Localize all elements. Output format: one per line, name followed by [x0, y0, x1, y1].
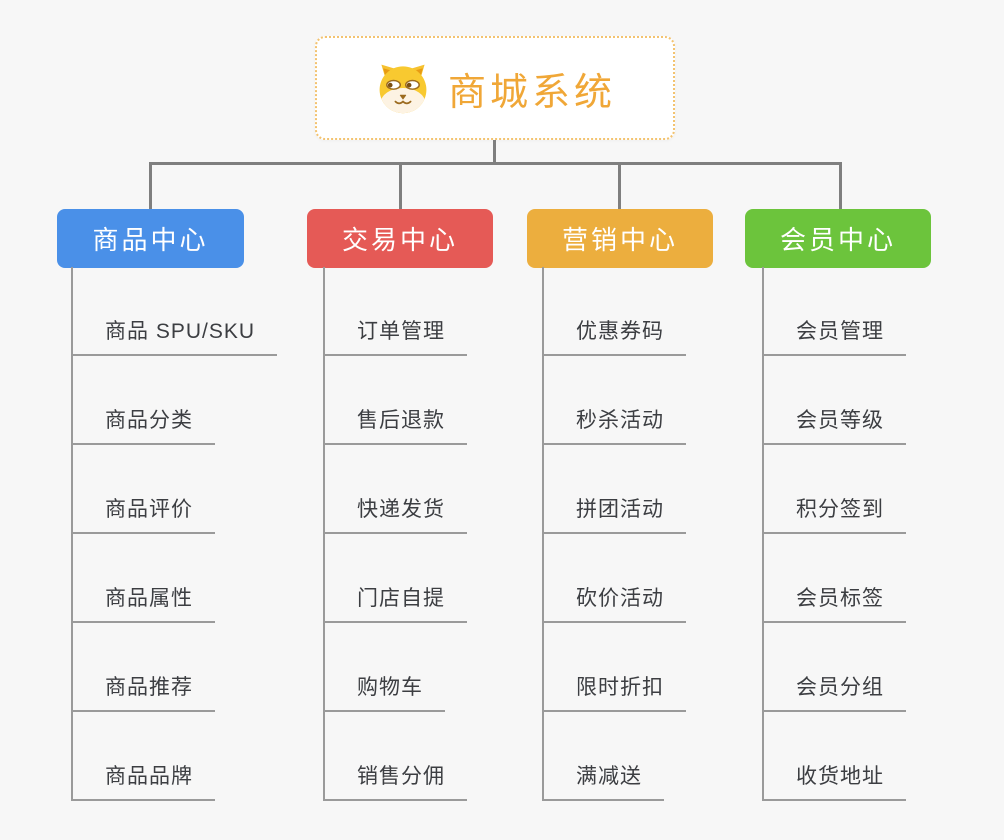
branch-node-marketing-center[interactable]: 营销中心 [527, 209, 713, 268]
leaf-node-shopping-cart[interactable]: 购物车 [325, 671, 445, 712]
leaf-label: 销售分佣 [357, 765, 445, 788]
leaf-label: 砍价活动 [576, 587, 664, 610]
leaf-node-bargain-activity[interactable]: 砍价活动 [544, 582, 686, 623]
leaf-label: 满减送 [576, 765, 642, 788]
leaf-label: 快递发货 [357, 498, 445, 521]
leaf-label: 收货地址 [796, 765, 884, 788]
leaf-node-sales-commission[interactable]: 销售分佣 [325, 760, 467, 801]
children-column-trade-center: 订单管理 售后退款 快递发货 门店自提 购物车 销售分佣 [323, 267, 555, 801]
leaf-node-express-shipping[interactable]: 快递发货 [325, 493, 467, 534]
branch-label: 交易中心 [341, 225, 458, 255]
leaf-label: 会员标签 [796, 587, 884, 610]
leaf-label: 限时折扣 [576, 676, 664, 699]
children-column-member-center: 会员管理 会员等级 积分签到 会员标签 会员分组 收货地址 [762, 267, 994, 801]
leaf-node-member-tag[interactable]: 会员标签 [764, 582, 906, 623]
leaf-label: 优惠券码 [576, 320, 664, 343]
leaf-node-member-management[interactable]: 会员管理 [764, 315, 906, 356]
leaf-node-product-category[interactable]: 商品分类 [73, 404, 215, 445]
connector-drop-2 [399, 162, 402, 210]
leaf-label: 会员等级 [796, 409, 884, 432]
leaf-node-product-attribute[interactable]: 商品属性 [73, 582, 215, 623]
root-title: 商城系统 [447, 71, 616, 114]
leaf-node-store-pickup[interactable]: 门店自提 [325, 582, 467, 623]
leaf-label: 商品分类 [105, 409, 193, 432]
leaf-node-order-management[interactable]: 订单管理 [325, 315, 467, 356]
leaf-node-product-spu-sku[interactable]: 商品 SPU/SKU [73, 315, 278, 356]
children-column-marketing-center: 优惠券码 秒杀活动 拼团活动 砍价活动 限时折扣 满减送 [542, 267, 774, 801]
leaf-label: 商品推荐 [105, 676, 193, 699]
branch-label: 营销中心 [561, 225, 678, 255]
leaf-label: 商品品牌 [105, 765, 193, 788]
branch-node-trade-center[interactable]: 交易中心 [307, 209, 493, 268]
leaf-label: 门店自提 [357, 587, 445, 610]
connector-drop-3 [618, 162, 621, 210]
leaf-node-member-level[interactable]: 会员等级 [764, 404, 906, 445]
branch-node-product-center[interactable]: 商品中心 [57, 209, 244, 268]
leaf-label: 商品 SPU/SKU [105, 320, 256, 343]
leaf-node-flash-sale[interactable]: 秒杀活动 [544, 404, 686, 445]
leaf-node-coupon-code[interactable]: 优惠券码 [544, 315, 686, 356]
leaf-node-limited-time-discount[interactable]: 限时折扣 [544, 671, 686, 712]
leaf-label: 会员分组 [796, 676, 884, 699]
leaf-node-full-reduction[interactable]: 满减送 [544, 760, 664, 801]
connector-drop-4 [839, 162, 842, 210]
leaf-node-member-group[interactable]: 会员分组 [764, 671, 906, 712]
leaf-node-points-checkin[interactable]: 积分签到 [764, 493, 906, 534]
leaf-label: 商品评价 [105, 498, 193, 521]
leaf-node-shipping-address[interactable]: 收货地址 [764, 760, 906, 801]
branch-label: 会员中心 [779, 225, 896, 255]
leaf-label: 订单管理 [357, 320, 445, 343]
leaf-node-product-review[interactable]: 商品评价 [73, 493, 215, 534]
root-node-mall-system[interactable]: 商城系统 [315, 36, 675, 140]
leaf-label: 售后退款 [357, 409, 445, 432]
children-column-product-center: 商品 SPU/SKU 商品分类 商品评价 商品属性 商品推荐 商品品牌 [71, 267, 303, 801]
connector-drop-1 [149, 162, 152, 210]
connector-root-stub [493, 140, 496, 164]
branch-label: 商品中心 [92, 225, 209, 255]
leaf-node-product-recommend[interactable]: 商品推荐 [73, 671, 215, 712]
leaf-node-product-brand[interactable]: 商品品牌 [73, 760, 215, 801]
leaf-node-after-sale-refund[interactable]: 售后退款 [325, 404, 467, 445]
leaf-node-group-buy[interactable]: 拼团活动 [544, 493, 686, 534]
branch-node-member-center[interactable]: 会员中心 [745, 209, 931, 268]
leaf-label: 拼团活动 [576, 498, 664, 521]
connector-horizontal [149, 162, 842, 165]
leaf-label: 秒杀活动 [576, 409, 664, 432]
dog-face-icon [374, 61, 432, 115]
leaf-label: 购物车 [357, 676, 423, 699]
leaf-label: 商品属性 [105, 587, 193, 610]
leaf-label: 会员管理 [796, 320, 884, 343]
leaf-label: 积分签到 [796, 498, 884, 521]
